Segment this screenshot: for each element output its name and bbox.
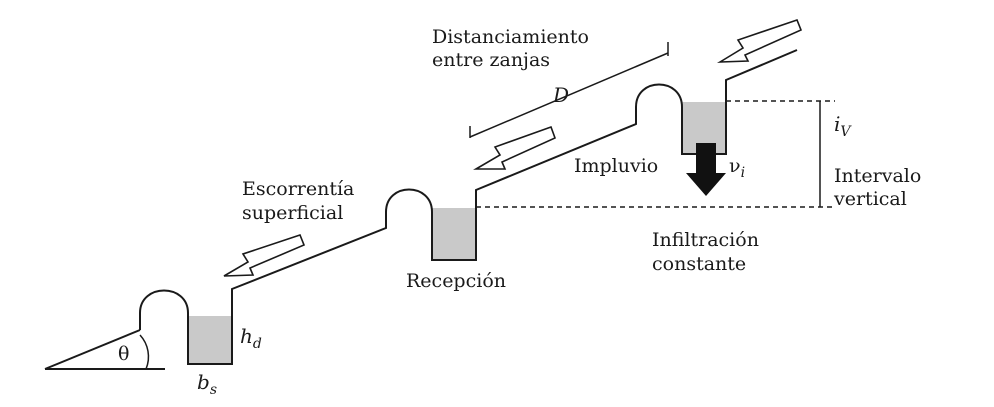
outline-arrow-icon: [473, 125, 557, 170]
outline-arrow-icon: [716, 18, 803, 63]
slope-line: [44, 329, 141, 370]
vertical-interval-symbol: iV: [834, 112, 852, 140]
outline-arrow-icon: [223, 234, 306, 277]
runoff-label-line1: Escorrentía: [242, 178, 354, 200]
width-symbol: bs: [197, 370, 217, 398]
angle-arc: [139, 334, 150, 370]
spacing-title-line1: Distanciamiento: [432, 26, 589, 48]
depth-symbol: hd: [240, 324, 262, 352]
angle-label: θ: [118, 343, 129, 365]
vertical-interval-line2: vertical: [833, 188, 907, 210]
reception-label: Recepción: [406, 270, 506, 292]
lower-trench-water: [188, 316, 232, 364]
vertical-interval-line1: Intervalo: [834, 165, 921, 187]
spacing-dimension-line: [469, 52, 669, 138]
spacing-title-line2: entre zanjas: [432, 49, 550, 71]
infiltration-arrow-icon: [686, 143, 726, 196]
runoff-label-line2: superficial: [242, 202, 343, 224]
spacing-symbol: D: [552, 83, 569, 107]
middle-trench-water: [432, 208, 476, 260]
terrain-profile: [139, 49, 798, 365]
impluvio-label: Impluvio: [574, 155, 658, 177]
slope-angle: θ: [44, 329, 165, 370]
infiltration-label-line1: Infiltración: [652, 229, 759, 251]
infiltration-rate-symbol: νi: [729, 155, 745, 181]
spacing-dimension: [469, 42, 669, 138]
infiltration-label-line2: constante: [652, 253, 746, 275]
